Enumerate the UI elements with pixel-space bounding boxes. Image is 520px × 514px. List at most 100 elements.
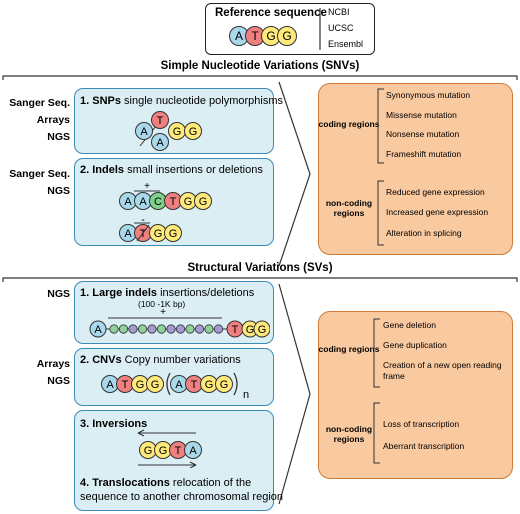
snv-effects-box xyxy=(318,83,513,255)
inserted-base xyxy=(128,324,138,334)
svg-text:G: G xyxy=(154,228,163,240)
snv-method-sanger: Sanger Seq. xyxy=(9,97,70,109)
inserted-base xyxy=(137,324,148,334)
svg-text:G: G xyxy=(173,126,182,138)
sv-noncoding-bracket xyxy=(373,402,380,464)
snv-noncoding-item: Increased gene expression xyxy=(386,207,489,217)
snp-box xyxy=(74,88,274,154)
svg-text:n: n xyxy=(243,389,249,401)
svg-text:A: A xyxy=(235,29,243,43)
sv-coding-item: Gene deletion xyxy=(383,320,436,330)
snv-method-arrays: Arrays xyxy=(36,114,70,126)
sv-method-ngs-2: NGS xyxy=(47,375,70,387)
svg-text:G: G xyxy=(159,445,168,457)
snv-noncoding-label: non-coding regions xyxy=(325,198,373,218)
svg-text:+: + xyxy=(144,181,150,192)
snv-coding-item: Missense mutation xyxy=(386,110,457,120)
svg-text:T: T xyxy=(232,324,239,336)
svg-text:A: A xyxy=(139,196,147,208)
snv-noncoding-bracket xyxy=(377,180,384,246)
snp-title: 1. SNPs single nucleotide polymorphisms xyxy=(80,95,283,107)
inserted-base xyxy=(213,324,224,334)
inserted-base xyxy=(109,324,119,334)
db-ncbi: NCBI xyxy=(328,7,350,17)
snv-noncoding-item: Reduced gene expression xyxy=(386,187,485,197)
svg-text:T: T xyxy=(170,196,177,208)
large-indel-size: (100 -1K bp) xyxy=(138,299,186,309)
svg-text:T: T xyxy=(191,379,198,391)
svg-text:A: A xyxy=(156,137,164,149)
inserted-base xyxy=(166,324,176,334)
large-indel-title: 1. Large indels insertions/deletions xyxy=(80,287,255,299)
svg-text:G: G xyxy=(189,126,198,138)
cnv-sequence: A T G G A T G G n xyxy=(101,372,249,401)
svg-text:T: T xyxy=(175,445,182,457)
inserted-base xyxy=(118,324,129,334)
indel-sequences: + A A C T G G - A T G G xyxy=(119,181,212,242)
sv-frame xyxy=(2,277,518,505)
svg-text:G: G xyxy=(184,196,193,208)
svg-text:G: G xyxy=(169,228,178,240)
svg-text:T: T xyxy=(122,379,129,391)
svg-text:G: G xyxy=(144,445,153,457)
snv-coding-item: Nonsense mutation xyxy=(386,129,460,139)
sv-noncoding-label: non-coding regions xyxy=(325,424,373,444)
svg-text:G: G xyxy=(136,379,145,391)
svg-text:A: A xyxy=(140,126,148,138)
snv-method-sanger-2: Sanger Seq. xyxy=(9,168,70,180)
snp-sequence: A T A G G xyxy=(135,111,202,151)
svg-text:A: A xyxy=(94,324,102,336)
svg-text:A: A xyxy=(124,196,132,208)
svg-text:C: C xyxy=(154,196,162,208)
large-indel-box xyxy=(74,281,274,344)
snv-coding-item: Frameshift mutation xyxy=(386,149,462,159)
svg-text:A: A xyxy=(106,379,114,391)
svg-text:-: - xyxy=(141,214,145,226)
snv-frame xyxy=(2,75,518,267)
base-g: G xyxy=(261,26,281,46)
reference-title: Reference sequence xyxy=(215,7,327,19)
svg-text:T: T xyxy=(140,228,147,240)
sv-noncoding-item: Loss of transcription xyxy=(383,419,460,429)
inversion-sequence: G G T A xyxy=(137,429,202,468)
inserted-base xyxy=(147,324,157,334)
large-indel-sequence: + A T G G xyxy=(89,307,270,338)
svg-text:G: G xyxy=(151,379,160,391)
snv-method-ngs-2: NGS xyxy=(47,185,70,197)
db-ensembl: Ensembl xyxy=(328,39,364,49)
inserted-base xyxy=(175,324,186,334)
sv-effects-box xyxy=(318,311,513,479)
sv-title: Structural Variations (SVs) xyxy=(187,262,333,274)
inserted-base xyxy=(194,324,205,334)
inversion-title: 3. Inversions xyxy=(80,418,148,430)
svg-text:A: A xyxy=(175,379,183,391)
inserted-base xyxy=(204,324,214,334)
svg-text:G: G xyxy=(205,379,214,391)
snv-coding-item: Synonymous mutation xyxy=(386,90,471,100)
sv-coding-item: Gene duplication xyxy=(383,340,447,350)
sv-noncoding-item: Aberrant transcription xyxy=(383,441,465,451)
database-bracket xyxy=(319,8,321,50)
inversion-box xyxy=(74,410,274,511)
svg-text:G: G xyxy=(220,379,229,391)
snv-method-ngs: NGS xyxy=(47,131,70,143)
sv-method-arrays: Arrays xyxy=(36,358,70,370)
sv-method-ngs: NGS xyxy=(47,288,70,300)
svg-text:G: G xyxy=(266,29,275,43)
snv-title: Simple Nucleotide Variations (SNVs) xyxy=(160,60,360,72)
snv-coding-label: coding regions xyxy=(318,119,380,129)
sv-coding-label: coding regions xyxy=(318,344,380,354)
sv-coding-item: Creation of a new open reading frame xyxy=(383,360,502,381)
base-g: G xyxy=(277,26,297,46)
indel-title: 2. Indels small insertions or deletions xyxy=(80,164,263,176)
inserted-base xyxy=(185,324,195,334)
svg-text:+: + xyxy=(160,307,166,318)
svg-text:T: T xyxy=(157,115,164,127)
sv-coding-bracket xyxy=(373,318,380,388)
svg-text:G: G xyxy=(246,324,255,336)
db-ucsc: UCSC xyxy=(328,23,354,33)
svg-text:T: T xyxy=(251,29,259,43)
svg-text:G: G xyxy=(258,324,267,336)
svg-text:G: G xyxy=(199,196,208,208)
